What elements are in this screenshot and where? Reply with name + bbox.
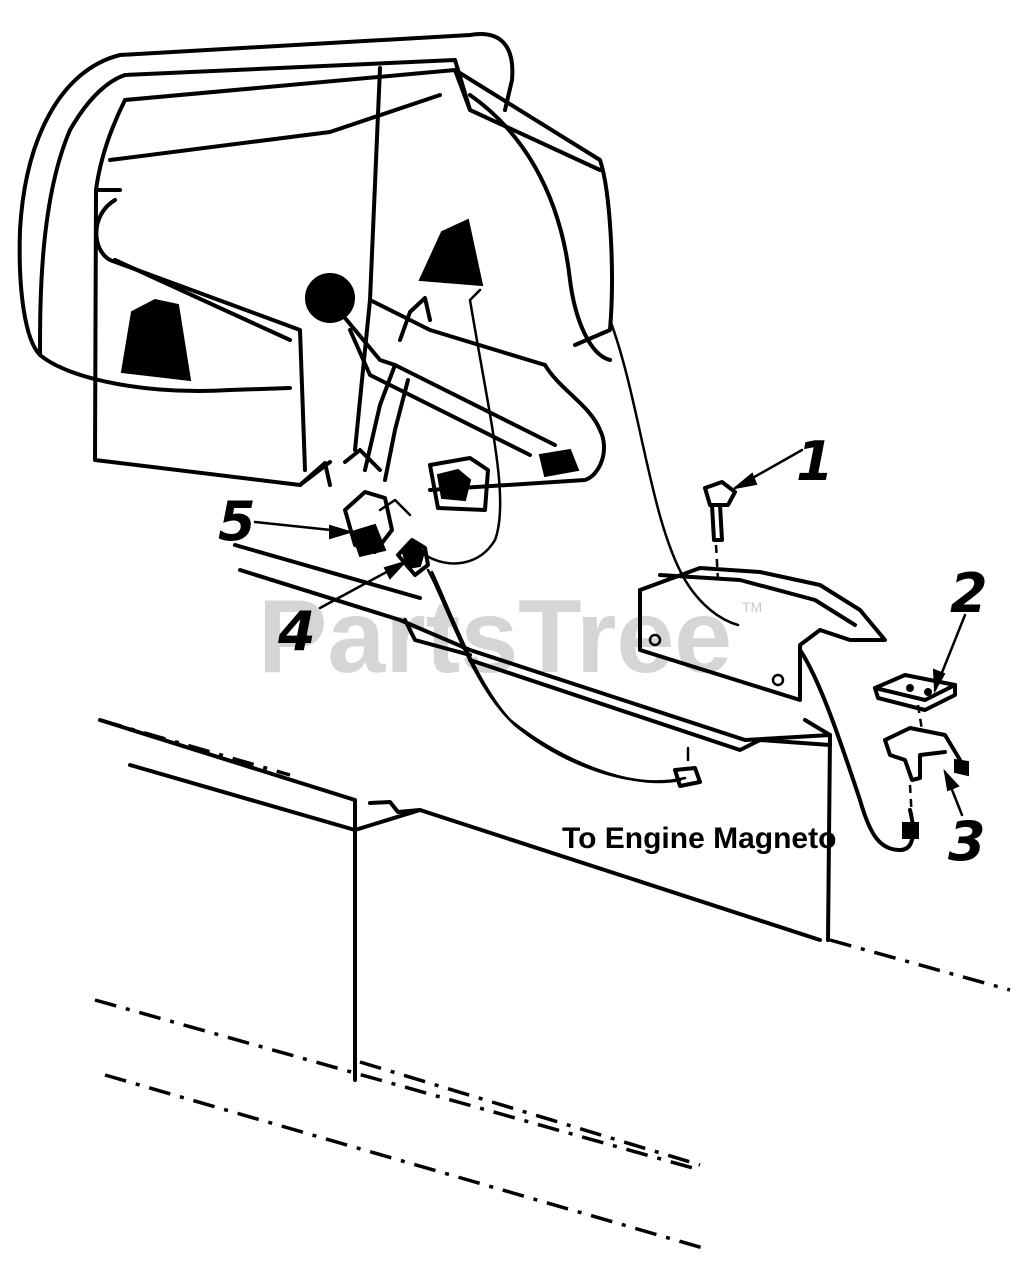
callout-3: 3 xyxy=(948,810,986,873)
wire-harness xyxy=(343,288,740,788)
callout-1: 1 xyxy=(796,430,834,493)
callout-2: 2 xyxy=(950,562,988,625)
watermark: PartsTree TM xyxy=(258,579,762,695)
engine-magneto-note: To Engine Magneto xyxy=(562,822,836,855)
lever-knob xyxy=(305,273,355,323)
part-2-plate xyxy=(873,673,957,731)
callout-leaders xyxy=(253,448,967,817)
part-1-bolt xyxy=(703,480,737,581)
callout-5: 5 xyxy=(218,490,256,553)
mower-deck xyxy=(94,543,1011,1252)
switch-bracket xyxy=(638,566,915,852)
grass-catcher-housing xyxy=(17,32,614,492)
callout-4: 4 xyxy=(277,600,316,663)
part-3-switch xyxy=(883,726,969,839)
lever-assembly xyxy=(305,273,580,512)
callout-labels: 1 2 3 4 5 xyxy=(218,430,988,873)
watermark-trademark: TM xyxy=(742,599,762,615)
